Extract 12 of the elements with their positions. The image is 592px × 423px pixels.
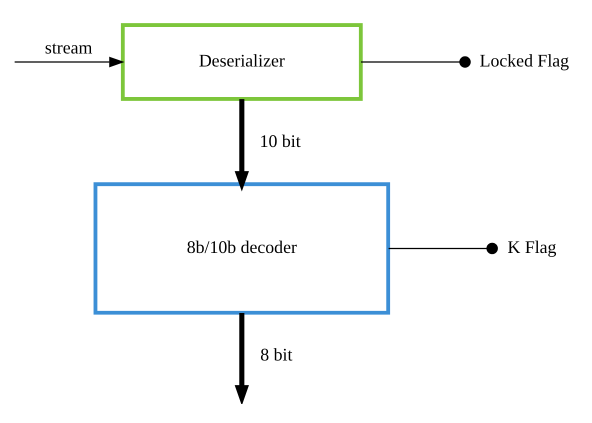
node-text: Locked Flag (480, 50, 570, 70)
node-text: K Flag (508, 236, 556, 257)
arrow (234, 98, 249, 192)
connector (361, 56, 471, 68)
edge-label: 10 bit (260, 130, 301, 150)
arrow (14, 56, 124, 67)
node-box: 8b/10b decoder (94, 182, 390, 314)
node-box: Deserializer (120, 22, 363, 100)
arrow (234, 312, 249, 404)
connector (388, 242, 498, 254)
edge-label: stream (44, 36, 92, 57)
edge-label: 8 bit (260, 344, 292, 364)
